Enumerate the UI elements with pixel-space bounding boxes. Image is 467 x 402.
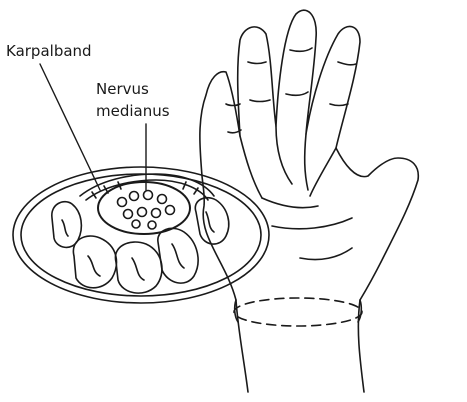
little-crease-1 — [338, 62, 356, 65]
ring-finger-gap — [305, 134, 308, 190]
ligament-hatch-4 — [183, 182, 186, 189]
nerve-fascicle-7 — [152, 209, 161, 218]
nerve-fascicle-4 — [158, 195, 167, 204]
bone-texture-1 — [62, 220, 68, 236]
wrist-marker — [234, 298, 362, 326]
label-nervus: Nervus — [96, 82, 149, 97]
little-crease-2 — [330, 104, 348, 106]
hand-drawing — [200, 10, 418, 392]
nerve-fascicle-1 — [118, 198, 127, 207]
palm-crease-1 — [272, 218, 352, 229]
nerve-fascicle-2 — [130, 192, 139, 201]
hand-outline — [200, 10, 418, 392]
nerve-fascicle-9 — [132, 220, 140, 228]
thumb-crease — [310, 148, 336, 196]
middle-crease-1 — [248, 62, 266, 64]
middle-finger-gap — [276, 126, 292, 184]
ring-crease-2 — [286, 92, 308, 95]
label-karpalband: Karpalband — [6, 44, 92, 59]
bone-texture-4 — [172, 244, 184, 268]
index-finger-left — [240, 136, 262, 198]
bone-texture-5 — [206, 212, 214, 232]
nerve-fascicle-6 — [138, 208, 147, 217]
label-medianus: medianus — [96, 104, 170, 119]
nerve-fascicle-3 — [144, 191, 153, 200]
carpal-bone-2 — [73, 236, 116, 288]
thenar-crease — [262, 198, 318, 208]
carpal-bone-4 — [158, 228, 198, 283]
middle-crease-2 — [250, 100, 270, 102]
nerve-fascicle-8 — [166, 206, 175, 215]
nerve-fascicle-10 — [148, 221, 156, 229]
carpal-bone-5 — [195, 198, 228, 244]
carpal-bone-3 — [115, 242, 162, 293]
ring-crease-1 — [290, 48, 312, 51]
nerve-fascicle-5 — [124, 210, 133, 219]
bone-texture-3 — [132, 258, 144, 280]
palm-crease-2 — [300, 248, 352, 260]
karpalband-leader — [40, 64, 100, 190]
index-crease-1 — [226, 104, 240, 106]
bone-texture-2 — [88, 256, 100, 276]
